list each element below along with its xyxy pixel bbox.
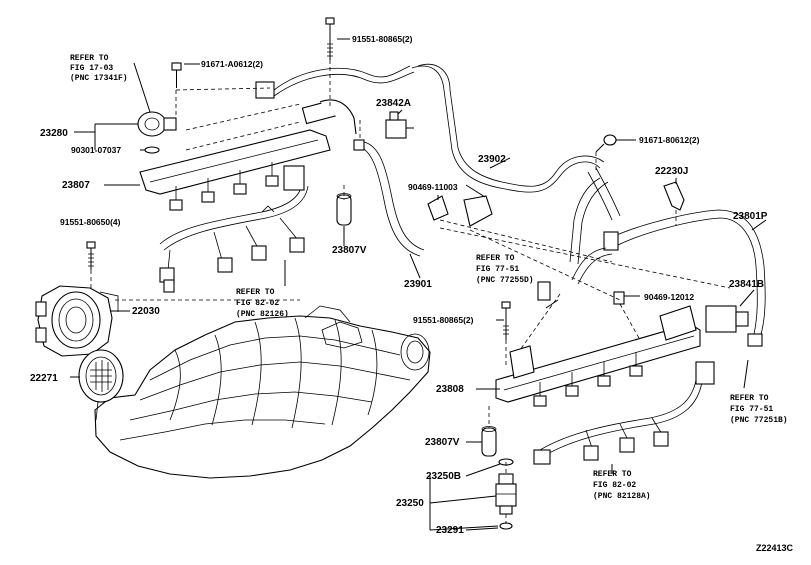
svg-text:FIG 77-51: FIG 77-51 bbox=[730, 405, 773, 414]
svg-text:FIG 77-51: FIG 77-51 bbox=[476, 265, 519, 274]
callout-91551-80650: 91551-80650(4) bbox=[60, 217, 121, 227]
callout-90469-12012: 90469-12012 bbox=[644, 292, 694, 302]
callout-23901: 23901 bbox=[404, 279, 432, 290]
callout-23807V-lower: 23807V bbox=[425, 437, 460, 448]
refer-note-fig-77-51-center: REFER TO FIG 77-51 (PNC 77255D) bbox=[476, 254, 534, 285]
intake-manifold bbox=[94, 305, 431, 479]
svg-text:REFER TO: REFER TO bbox=[730, 394, 769, 403]
svg-text:(PNC 17341F): (PNC 17341F) bbox=[70, 74, 128, 83]
svg-text:(PNC 82126): (PNC 82126) bbox=[236, 310, 289, 319]
sensor-22230J bbox=[663, 181, 685, 211]
vsv-23842A bbox=[385, 111, 414, 139]
refer-note-fig-17-03: REFER TO FIG 17-03 (PNC 17341F) bbox=[70, 54, 128, 83]
callout-23250B: 23250B bbox=[426, 471, 461, 482]
callout-23807V-upper: 23807V bbox=[332, 245, 367, 256]
callout-23808: 23808 bbox=[436, 384, 464, 395]
callout-23291: 23291 bbox=[436, 525, 464, 536]
o-ring-90301 bbox=[144, 146, 160, 154]
callout-91551-80865-lower: 91551-80865(2) bbox=[413, 315, 474, 325]
bolt-91551-80650 bbox=[86, 241, 96, 270]
svg-text:FIG 17-03: FIG 17-03 bbox=[70, 64, 113, 73]
callout-22030: 22030 bbox=[132, 306, 160, 317]
throttle-body bbox=[35, 285, 119, 357]
callout-23841B: 23841B bbox=[729, 279, 764, 290]
callout-23250: 23250 bbox=[396, 498, 424, 509]
connector-top bbox=[255, 81, 275, 99]
fuel-tube-23801P bbox=[537, 177, 766, 339]
svg-text:(PNC 77255D): (PNC 77255D) bbox=[476, 276, 534, 285]
diagram-id: Z22413C bbox=[756, 543, 794, 553]
leader-lines bbox=[70, 38, 767, 531]
bolt-91551-80865-lower bbox=[501, 301, 511, 340]
callout-22230J: 22230J bbox=[655, 166, 688, 177]
svg-text:(PNC 77251B): (PNC 77251B) bbox=[730, 416, 788, 425]
svg-text:REFER TO: REFER TO bbox=[593, 470, 632, 479]
callout-23280: 23280 bbox=[40, 128, 68, 139]
callout-91551-80865-upper: 91551-80865(2) bbox=[352, 34, 413, 44]
bolt-91551-80865-upper bbox=[325, 17, 335, 60]
wire-harness-right bbox=[533, 361, 715, 465]
refer-note-fig-82-02-right: REFER TO FIG 82-02 (PNC 82128A) bbox=[593, 470, 651, 501]
callout-23807: 23807 bbox=[62, 180, 90, 191]
hose-23901 bbox=[353, 139, 425, 257]
callout-23902: 23902 bbox=[478, 154, 506, 165]
refer-notes: REFER TO FIG 17-03 (PNC 17341F) REFER TO… bbox=[70, 54, 788, 501]
gasket-22271 bbox=[78, 349, 124, 403]
pulsation-damper-23280 bbox=[137, 111, 177, 137]
refer-note-fig-82-02-left: REFER TO FIG 82-02 (PNC 82126) bbox=[236, 288, 289, 319]
filter-23807V-upper bbox=[336, 193, 352, 226]
callout-22271: 22271 bbox=[30, 373, 58, 384]
svg-text:REFER TO: REFER TO bbox=[236, 288, 275, 297]
clamp-90469-11003 bbox=[427, 195, 493, 227]
wire-harness-left bbox=[159, 165, 309, 293]
svg-text:(PNC 82128A): (PNC 82128A) bbox=[593, 492, 651, 501]
vacuum-hose-top bbox=[273, 65, 411, 91]
refer-note-fig-77-51-right: REFER TO FIG 77-51 (PNC 77251B) bbox=[730, 394, 788, 425]
callout-90301-07037: 90301-07037 bbox=[71, 145, 121, 155]
fuel-rail-left bbox=[139, 99, 357, 211]
clip-90469-12012 bbox=[613, 291, 625, 305]
guide-lines bbox=[90, 60, 731, 524]
fuel-tube-23902 bbox=[411, 64, 621, 221]
callout-91671-A0612: 91671-A0612(2) bbox=[201, 59, 263, 69]
svg-text:REFER TO: REFER TO bbox=[476, 254, 515, 263]
callout-90469-11003: 90469-11003 bbox=[408, 182, 458, 192]
callout-23842A: 23842A bbox=[376, 98, 411, 109]
svg-text:REFER TO: REFER TO bbox=[70, 54, 109, 63]
vsv-23841B bbox=[705, 305, 763, 347]
svg-text:FIG 82-02: FIG 82-02 bbox=[236, 299, 279, 308]
callout-labels: 23280 90301-07037 23807 91551-80650(4) 2… bbox=[30, 34, 768, 536]
filter-23807V-lower bbox=[481, 426, 497, 457]
svg-text:FIG 82-02: FIG 82-02 bbox=[593, 481, 636, 490]
callout-23801P: 23801P bbox=[733, 211, 768, 222]
fuel-rail-right bbox=[495, 305, 701, 407]
bolt-91671-A0612 bbox=[171, 62, 182, 88]
callout-91671-80612: 91671-80612(2) bbox=[639, 135, 700, 145]
bolt-91671-80612 bbox=[595, 134, 617, 153]
